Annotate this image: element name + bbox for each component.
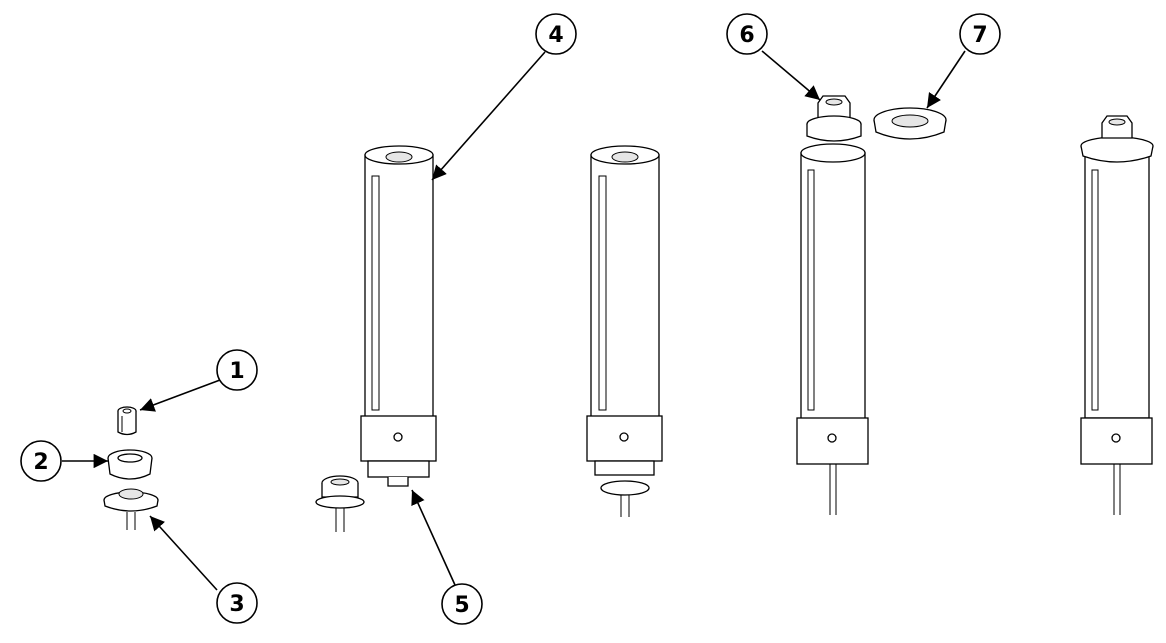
callout-label-2: 2 — [33, 450, 48, 475]
callout-3: 3 — [216, 582, 258, 624]
base-fitting-part — [103, 488, 159, 530]
callout-4: 4 — [535, 13, 577, 55]
tube-assembly-b — [586, 145, 663, 517]
callout-label-6: 6 — [739, 23, 754, 48]
washer-part — [873, 107, 947, 140]
callout-1: 1 — [216, 349, 258, 391]
leader-line-7 — [926, 50, 966, 109]
tube-assembly-c — [796, 143, 869, 515]
tube-assembly-complete — [1080, 115, 1154, 515]
small-bolt-part — [117, 406, 137, 436]
leader-line-1 — [139, 379, 221, 412]
callout-5: 5 — [441, 583, 483, 625]
callout-2: 2 — [20, 440, 62, 482]
leader-line-4 — [431, 51, 546, 181]
callout-label-1: 1 — [229, 359, 244, 384]
callout-label-3: 3 — [229, 592, 244, 617]
leader-line-3 — [149, 515, 218, 591]
fitting-beside-tube — [315, 475, 365, 532]
callout-label-7: 7 — [972, 23, 987, 48]
bushing-part — [107, 449, 153, 480]
callout-label-4: 4 — [548, 23, 563, 48]
callout-7: 7 — [959, 13, 1001, 55]
callout-6: 6 — [726, 13, 768, 55]
leader-line-5 — [411, 489, 456, 586]
leader-line-6 — [761, 50, 821, 101]
callout-label-5: 5 — [454, 593, 469, 618]
tube-assembly-a — [360, 145, 437, 487]
nut-part — [806, 95, 862, 142]
